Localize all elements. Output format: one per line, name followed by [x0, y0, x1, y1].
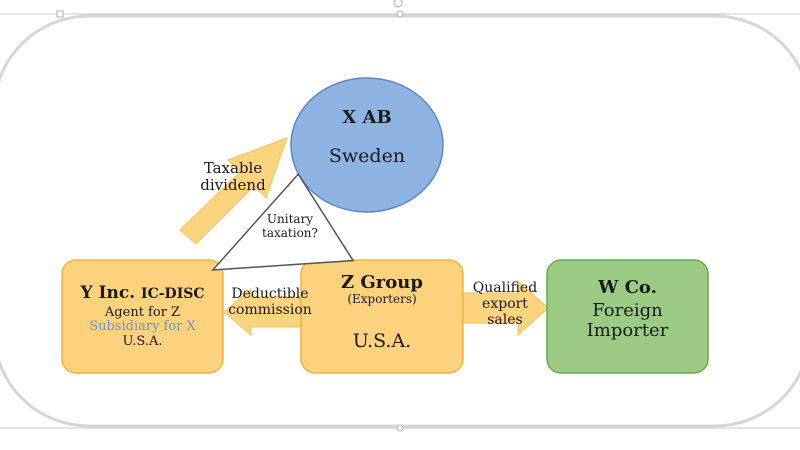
taxable-dividend-line1: Taxable	[203, 159, 263, 177]
qualified-line1: Qualified	[472, 280, 538, 296]
x-ab-country: Sweden	[328, 145, 406, 167]
resize-handle-topleft[interactable]	[56, 10, 64, 18]
qualified-line2: export	[482, 296, 528, 313]
y-inc-label: Y Inc. IC-DISC Agent for Z Subsidiary fo…	[62, 283, 223, 350]
y-inc-tag: IC-DISC	[141, 286, 205, 302]
w-co-line2: Importer	[586, 320, 669, 342]
deductible-line1: Deductible	[231, 286, 309, 302]
w-co-line1: Foreign	[592, 299, 663, 321]
x-ab-circle[interactable]	[290, 77, 444, 213]
taxable-dividend-line2: dividend	[200, 176, 266, 195]
x-ab-name: X AB	[342, 107, 392, 128]
rotate-handle[interactable]	[393, 0, 403, 8]
taxable-dividend-arrow	[179, 137, 288, 245]
resize-handle-top[interactable]	[396, 10, 404, 18]
y-inc-box[interactable]	[61, 259, 224, 374]
z-group-name: Z Group	[341, 272, 423, 293]
deductible-line2: commission	[228, 302, 312, 319]
z-group-country: U.S.A.	[352, 330, 412, 352]
qualified-export-label: Qualified export sales	[464, 280, 546, 328]
y-inc-title: Y Inc. IC-DISC	[62, 283, 223, 304]
unitary-line1: Unitary	[266, 212, 314, 226]
y-inc-line2: Subsidiary for X	[89, 319, 196, 335]
unitary-taxation-label: Unitary taxation?	[250, 212, 330, 241]
z-group-box[interactable]	[300, 259, 464, 374]
qualified-line3: sales	[487, 312, 523, 329]
unitary-taxation-triangle-inner	[214, 175, 352, 270]
taxable-dividend-label: Taxable dividend	[190, 159, 276, 195]
y-inc-line3: U.S.A.	[122, 334, 163, 350]
y-inc-line1: Agent for Z	[104, 304, 181, 320]
z-group-sub: (Exporters)	[347, 292, 417, 306]
deductible-commission-label: Deductible commission	[225, 286, 315, 318]
resize-handle-bottom[interactable]	[396, 424, 404, 432]
unitary-line2: taxation?	[262, 225, 318, 240]
y-inc-name: Y Inc.	[80, 283, 136, 303]
w-co-label: W Co. Foreign Importer	[547, 277, 708, 342]
w-co-box[interactable]	[546, 259, 709, 374]
w-co-name: W Co.	[598, 277, 657, 298]
qualified-export-arrow	[461, 279, 549, 337]
